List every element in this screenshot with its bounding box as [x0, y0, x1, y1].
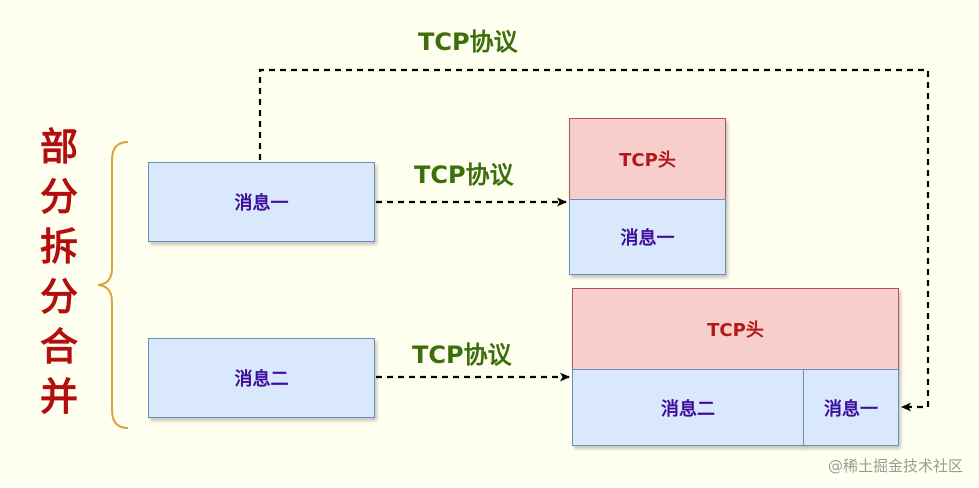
message2-label: 消息二: [234, 369, 289, 390]
packet1-body-label: 消息一: [620, 228, 675, 249]
message2-box: 消息二: [148, 338, 375, 418]
side-title-char: 合: [39, 325, 78, 369]
packet1-header-label: TCP头: [619, 150, 676, 171]
packet2-tcp-header: TCP头: [572, 288, 899, 370]
packet1-body: 消息一: [569, 199, 726, 275]
side-title-char: 部: [39, 125, 78, 169]
watermark: @稀土掘金技术社区: [827, 457, 963, 475]
packet2-body-main-label: 消息二: [661, 398, 715, 420]
message1-box: 消息一: [148, 162, 375, 242]
protocol-label-bottom: TCP协议: [412, 341, 512, 369]
side-title-char: 分: [39, 275, 78, 319]
packet2-header-label: TCP头: [707, 320, 764, 341]
packet2-body-part: 消息一: [803, 369, 899, 446]
packet2-body-part-label: 消息一: [824, 398, 878, 420]
message1-label: 消息一: [234, 193, 289, 214]
side-title: 部 分 拆 分 合 并: [32, 122, 86, 422]
grouping-brace: [97, 141, 129, 429]
side-title-char: 分: [39, 175, 78, 219]
side-title-char: 拆: [39, 225, 78, 269]
side-title-char: 并: [39, 375, 78, 419]
split-connector-arrow: [258, 68, 930, 412]
protocol-label-middle: TCP协议: [414, 161, 514, 189]
protocol-label-top: TCP协议: [418, 28, 518, 56]
packet2-body-main: 消息二: [572, 369, 804, 446]
packet1-tcp-header: TCP头: [569, 118, 726, 200]
